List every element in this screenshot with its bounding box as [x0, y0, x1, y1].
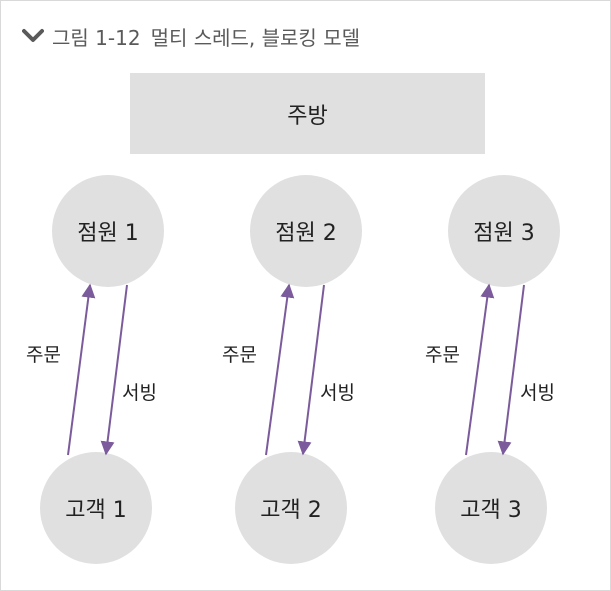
order-label-1: 주문 [26, 344, 61, 366]
serving-arrow-1 [100, 284, 128, 456]
customer-label-1: 고객 1 [65, 498, 127, 523]
serving-arrow-3 [497, 284, 525, 456]
figure-caption: 그림 1-12 멀티 스레드, 블로킹 모델 [22, 22, 360, 50]
staff-label-3: 점원 3 [473, 221, 535, 246]
staff-node-1: 점원 1 [52, 175, 164, 287]
customer-label-2: 고객 2 [260, 498, 322, 523]
order-arrow-1 [67, 283, 96, 456]
order-label-2: 주문 [222, 344, 257, 366]
serving-label-1: 서빙 [122, 382, 157, 404]
serving-label-2: 서빙 [320, 382, 355, 404]
kitchen-label: 주방 [287, 103, 328, 129]
staff-node-2: 점원 2 [250, 175, 362, 287]
customer-label-3: 고객 3 [460, 498, 522, 523]
order-arrow-2 [265, 283, 295, 456]
staff-node-3: 점원 3 [448, 175, 560, 287]
customer-node-3: 고객 3 [435, 452, 547, 564]
kitchen-box: 주방 [130, 73, 485, 154]
customer-node-1: 고객 1 [40, 452, 152, 564]
order-label-3: 주문 [425, 344, 460, 366]
figure-title: 멀티 스레드, 블로킹 모델 [150, 25, 360, 50]
customer-node-2: 고객 2 [235, 452, 347, 564]
figure-number: 그림 1-12 [52, 25, 141, 50]
chevron-down-icon [22, 29, 44, 42]
staff-label-1: 점원 1 [77, 221, 139, 246]
serving-arrow-2 [297, 284, 325, 456]
staff-label-2: 점원 2 [275, 221, 337, 246]
order-arrow-3 [465, 283, 495, 456]
serving-label-3: 서빙 [520, 382, 555, 404]
